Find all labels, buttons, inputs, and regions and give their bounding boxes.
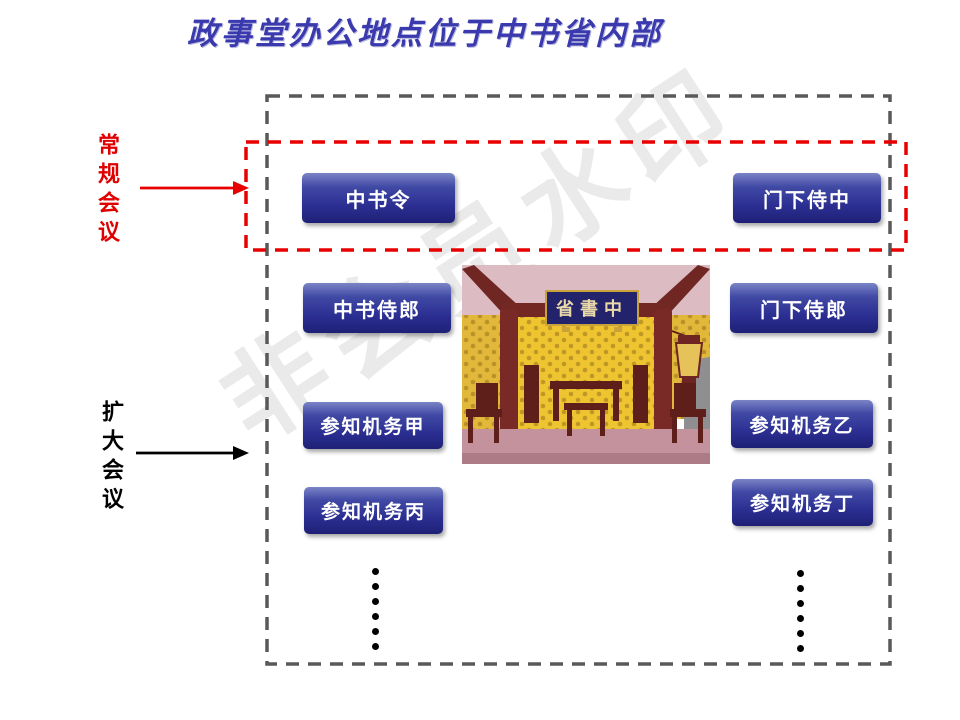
ellipsis-dot (372, 598, 379, 605)
box-canzhi-jiwu-yi-label: 参知机务乙 (749, 414, 855, 437)
ellipsis-dot (797, 585, 804, 592)
ellipsis-dot (372, 643, 379, 650)
ellipsis-left (372, 568, 379, 650)
ellipsis-right (797, 570, 804, 652)
box-canzhi-jiwu-yi: 参知机务乙 (731, 400, 873, 448)
ellipsis-dot (797, 600, 804, 607)
box-canzhi-jiwu-jia-label: 参知机务甲 (320, 416, 426, 438)
expanded-meeting-label: 扩大会议 (98, 400, 124, 516)
slide-title: 政事堂办公地点位于中书省内部 (187, 16, 663, 52)
photo-lantern (671, 330, 704, 383)
box-zhongshu-ling: 中书令 (302, 173, 455, 223)
regular-meeting-label: 常规会议 (94, 133, 120, 249)
regular-meeting-arrow (140, 181, 249, 195)
ellipsis-dot (372, 583, 379, 590)
box-menxia-shilang-label: 门下侍郎 (760, 297, 848, 322)
box-zhongshu-shilang: 中书侍郎 (303, 283, 451, 333)
expanded-meeting-arrow (136, 446, 249, 460)
photo-left-pillar (500, 309, 518, 464)
box-canzhi-jiwu-ding: 参知机务丁 (732, 479, 873, 526)
ellipsis-dot (372, 568, 379, 575)
zhongshusheng-hall-photo: 省書中 (462, 265, 710, 464)
photo-plaque (545, 290, 639, 326)
box-menxia-shizhong: 门下侍中 (733, 173, 881, 223)
ellipsis-dot (797, 615, 804, 622)
expanded-meeting-dashed-border (265, 94, 892, 666)
box-canzhi-jiwu-bing: 参知机务丙 (304, 487, 443, 534)
box-zhongshu-shilang-label: 中书侍郎 (333, 297, 421, 322)
regular-meeting-dashed-border (244, 140, 908, 252)
box-canzhi-jiwu-bing-label: 参知机务丙 (320, 501, 426, 523)
box-menxia-shizhong-label: 门下侍中 (763, 187, 851, 212)
ellipsis-dot (372, 613, 379, 620)
photo-plaque-text: 省書中 (555, 298, 628, 320)
ellipsis-dot (797, 570, 804, 577)
ellipsis-dot (797, 630, 804, 637)
ellipsis-dot (797, 645, 804, 652)
photo-right-pillar (654, 309, 672, 464)
ellipsis-dot (372, 628, 379, 635)
photo-furniture (466, 365, 706, 443)
box-canzhi-jiwu-jia: 参知机务甲 (303, 402, 443, 449)
box-menxia-shilang: 门下侍郎 (730, 283, 878, 333)
box-zhongshu-ling-label: 中书令 (345, 187, 412, 212)
box-canzhi-jiwu-ding-label: 参知机务丁 (749, 493, 855, 515)
